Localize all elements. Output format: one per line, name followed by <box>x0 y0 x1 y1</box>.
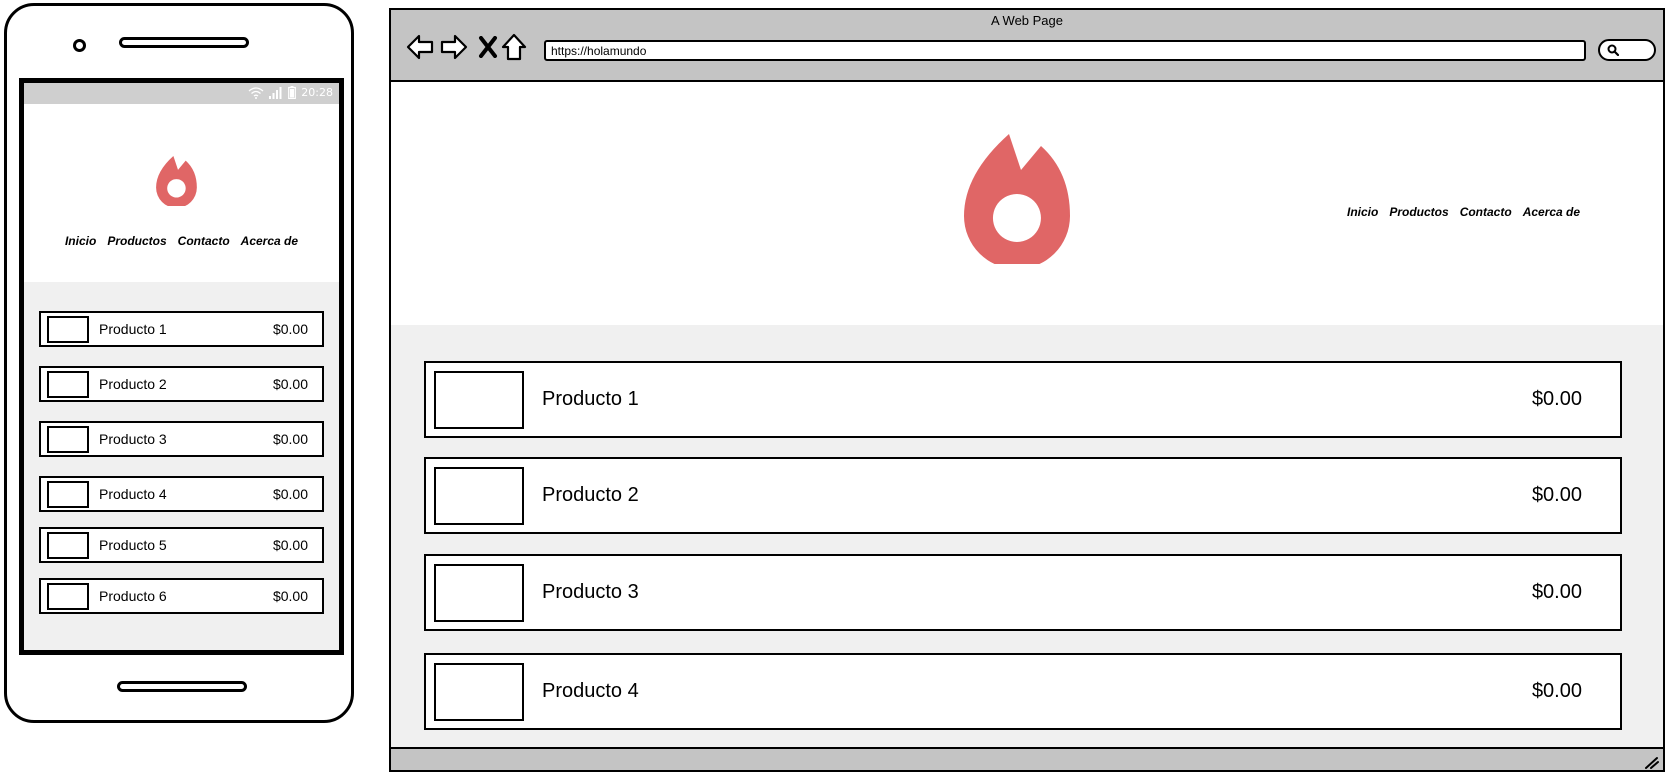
nav-link-productos[interactable]: Productos <box>107 234 167 248</box>
home-button[interactable] <box>499 32 529 62</box>
product-thumbnail <box>47 371 89 398</box>
product-item[interactable]: Producto 6 $0.00 <box>39 578 324 614</box>
product-price: $0.00 <box>1531 680 1582 702</box>
window-title: A Web Page <box>990 13 1064 28</box>
product-thumbnail <box>47 481 89 508</box>
web-product-list: Producto 1 $0.00 Producto 2 $0.00 Produc… <box>391 325 1663 747</box>
phone-home-button[interactable] <box>117 681 247 692</box>
nav-link-contacto[interactable]: Contacto <box>177 234 230 248</box>
product-item[interactable]: Producto 3 $0.00 <box>424 554 1622 631</box>
product-name: Producto 6 <box>99 588 167 604</box>
mobile-nav: Inicio Productos Contacto Acerca de <box>24 234 339 248</box>
stop-button[interactable] <box>473 32 503 62</box>
product-price: $0.00 <box>1531 388 1582 410</box>
battery-icon <box>288 86 297 99</box>
phone-camera <box>73 39 86 52</box>
product-item[interactable]: Producto 5 $0.00 <box>39 527 324 563</box>
product-name: Producto 1 <box>99 321 167 337</box>
product-thumbnail <box>47 426 89 453</box>
status-time: 20:28 <box>301 86 333 99</box>
url-bar[interactable]: https://holamundo <box>544 40 1586 61</box>
home-icon <box>501 33 527 61</box>
mobile-product-list: Producto 1 $0.00 Producto 2 $0.00 Produc… <box>24 282 339 650</box>
product-name: Producto 4 <box>99 486 167 502</box>
forward-button[interactable] <box>439 32 469 62</box>
product-name: Producto 5 <box>99 537 167 553</box>
product-price: $0.00 <box>272 321 308 337</box>
product-item[interactable]: Producto 2 $0.00 <box>39 366 324 402</box>
search-icon <box>1607 44 1619 56</box>
product-thumbnail <box>434 663 524 721</box>
product-price: $0.00 <box>272 588 308 604</box>
close-icon <box>479 36 497 58</box>
web-header: Inicio Productos Contacto Acerca de <box>391 82 1663 325</box>
product-name: Producto 2 <box>542 484 639 506</box>
phone-mockup: 20:28 Inicio Productos Contacto Acerca d… <box>4 3 354 723</box>
product-name: Producto 1 <box>542 388 639 410</box>
product-item[interactable]: Producto 4 $0.00 <box>424 653 1622 730</box>
nav-link-contacto[interactable]: Contacto <box>1459 205 1512 219</box>
product-price: $0.00 <box>1531 484 1582 506</box>
nav-link-inicio[interactable]: Inicio <box>64 234 97 248</box>
product-thumbnail <box>47 583 89 610</box>
product-thumbnail <box>47 316 89 343</box>
product-thumbnail <box>434 564 524 622</box>
nav-link-acerca-de[interactable]: Acerca de <box>1522 205 1581 219</box>
product-thumbnail <box>434 371 524 429</box>
nav-link-acerca-de[interactable]: Acerca de <box>240 234 299 248</box>
browser-status-bar <box>391 747 1663 770</box>
flame-logo-icon[interactable] <box>156 156 200 206</box>
product-price: $0.00 <box>272 486 308 502</box>
browser-window: A Web Page https://holamundo <box>389 8 1665 772</box>
product-thumbnail <box>47 532 89 559</box>
product-item[interactable]: Producto 4 $0.00 <box>39 476 324 512</box>
resize-grip-icon[interactable] <box>1643 755 1659 769</box>
phone-status-bar: 20:28 <box>24 83 339 104</box>
product-name: Producto 4 <box>542 680 639 702</box>
browser-toolbar: A Web Page https://holamundo <box>391 10 1663 82</box>
product-name: Producto 3 <box>542 581 639 603</box>
product-price: $0.00 <box>272 376 308 392</box>
product-name: Producto 2 <box>99 376 167 392</box>
phone-screen: 20:28 Inicio Productos Contacto Acerca d… <box>19 78 344 655</box>
mobile-header: Inicio Productos Contacto Acerca de <box>24 104 339 282</box>
phone-speaker <box>119 37 249 48</box>
nav-link-productos[interactable]: Productos <box>1389 205 1449 219</box>
back-button[interactable] <box>405 32 435 62</box>
product-price: $0.00 <box>272 431 308 447</box>
product-item[interactable]: Producto 2 $0.00 <box>424 457 1622 534</box>
forward-icon <box>440 34 468 60</box>
back-icon <box>406 34 434 60</box>
product-item[interactable]: Producto 1 $0.00 <box>424 361 1622 438</box>
flame-logo-icon[interactable] <box>964 134 1078 264</box>
nav-link-inicio[interactable]: Inicio <box>1347 205 1379 219</box>
signal-icon <box>269 86 282 99</box>
product-price: $0.00 <box>272 537 308 553</box>
web-nav: Inicio Productos Contacto Acerca de <box>1347 205 1580 219</box>
product-name: Producto 3 <box>99 431 167 447</box>
product-item[interactable]: Producto 3 $0.00 <box>39 421 324 457</box>
search-box[interactable] <box>1598 39 1656 61</box>
product-price: $0.00 <box>1531 581 1582 603</box>
wifi-icon <box>248 86 264 99</box>
product-thumbnail <box>434 467 524 525</box>
product-item[interactable]: Producto 1 $0.00 <box>39 311 324 347</box>
